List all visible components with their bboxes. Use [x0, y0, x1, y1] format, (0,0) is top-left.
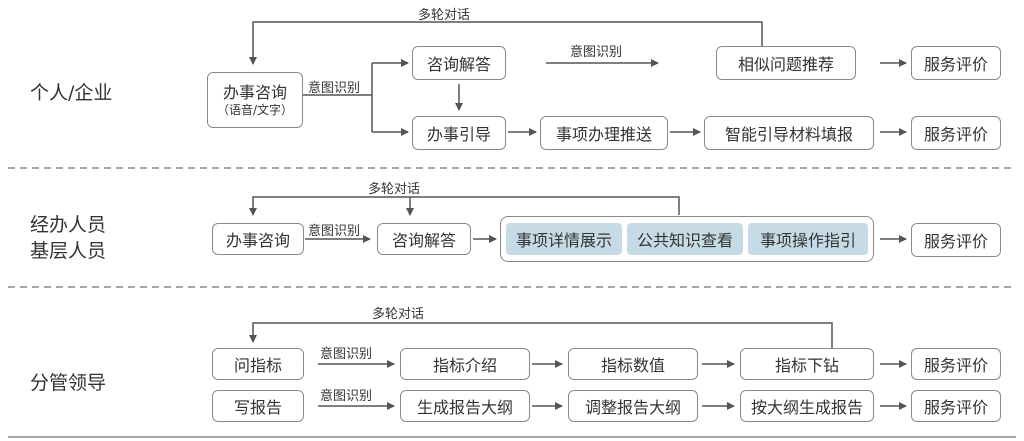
- box-title: 办事咨询: [222, 82, 287, 102]
- indicator-drill-box: 指标下钻: [740, 348, 874, 380]
- ask-indicator-box: 问指标: [212, 348, 304, 380]
- box-subtitle: （语音/文字）: [216, 102, 294, 117]
- guide-box: 办事引导: [412, 116, 506, 150]
- role-individual-enterprise: 个人/企业: [30, 80, 112, 106]
- role-leader: 分管领导: [30, 370, 106, 396]
- loop-label: 多轮对话: [418, 8, 471, 23]
- loop-label: 多轮对话: [368, 182, 421, 197]
- consult-entry-box: 办事咨询: [212, 223, 304, 255]
- consult-entry-box: 办事咨询 （语音/文字）: [207, 72, 303, 128]
- intent-label: 意图识别: [308, 224, 361, 239]
- intent-label: 意图识别: [320, 347, 373, 362]
- role-line: 分管领导: [30, 372, 107, 394]
- role-staff: 经办人员 基层人员: [30, 212, 106, 264]
- loop-label: 多轮对话: [372, 307, 425, 322]
- report-generate-box: 按大纲生成报告: [740, 390, 874, 422]
- role-line: 经办人员: [30, 214, 107, 236]
- consult-answer-box: 咨询解答: [377, 223, 471, 255]
- indicator-value-box: 指标数值: [568, 348, 698, 380]
- role-line: 基层人员: [30, 240, 107, 262]
- similar-question-box: 相似问题推荐: [716, 46, 856, 80]
- public-knowledge-view: 公共知识查看: [627, 223, 743, 255]
- intent-label-mid: 意图识别: [570, 45, 623, 60]
- indicator-intro-box: 指标介绍: [400, 348, 530, 380]
- item-detail-display: 事项详情展示: [506, 223, 622, 255]
- consult-answer-box: 咨询解答: [412, 46, 506, 80]
- operation-guide: 事项操作指引: [748, 223, 868, 255]
- service-rating-box: 服务评价: [911, 390, 1001, 422]
- push-box: 事项办理推送: [540, 116, 668, 150]
- service-rating-box: 服务评价: [911, 223, 1001, 257]
- intent-label: 意图识别: [320, 389, 373, 404]
- service-rating-box: 服务评价: [911, 348, 1001, 380]
- outline-generate-box: 生成报告大纲: [400, 390, 530, 422]
- intent-label: 意图识别: [308, 81, 361, 96]
- outline-adjust-box: 调整报告大纲: [568, 390, 698, 422]
- service-rating-box: 服务评价: [911, 116, 1001, 150]
- material-fill-box: 智能引导材料填报: [704, 116, 874, 150]
- write-report-box: 写报告: [212, 390, 304, 422]
- role-line: 个人/企业: [30, 82, 113, 104]
- service-rating-box: 服务评价: [911, 46, 1001, 80]
